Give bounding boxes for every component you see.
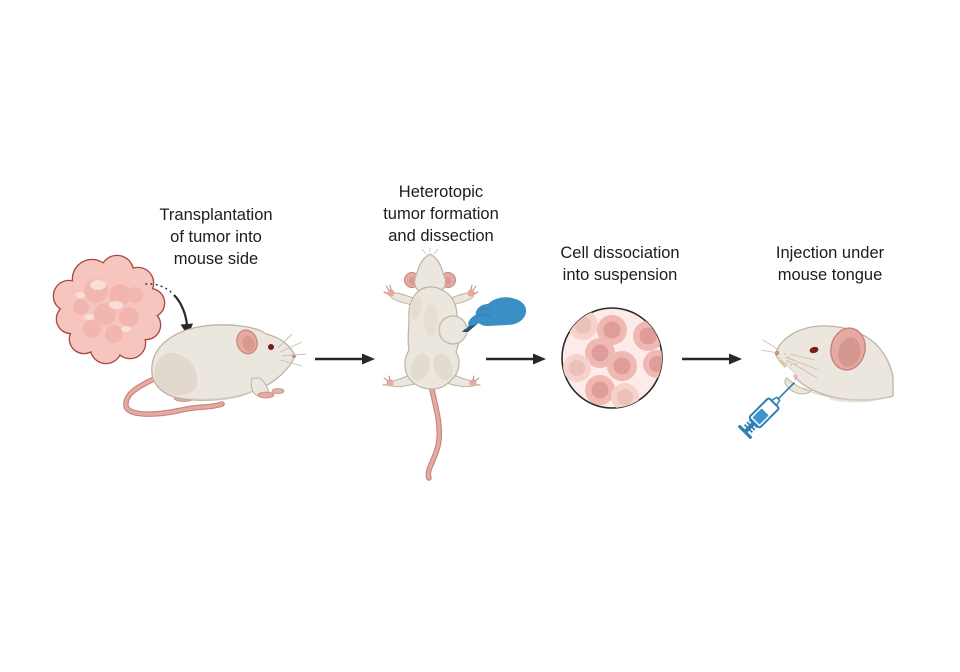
mouse-front-legs bbox=[250, 377, 285, 399]
supine-mouse-whiskers bbox=[421, 248, 439, 255]
mouse-whiskers bbox=[760, 339, 820, 379]
tumor-bump bbox=[438, 315, 468, 345]
mouse-ear bbox=[830, 327, 866, 371]
cell-suspension-icon bbox=[561, 307, 663, 409]
cell bbox=[597, 315, 627, 345]
cell bbox=[585, 375, 615, 405]
step-2-label: Heterotopic tumor formation and dissecti… bbox=[383, 183, 499, 245]
supine-mouse-tail bbox=[425, 387, 443, 481]
cell bbox=[633, 321, 662, 351]
mouse-ear bbox=[236, 329, 258, 355]
mouse-haunch-shade bbox=[154, 352, 198, 396]
cell bbox=[585, 338, 615, 368]
supine-mouse-icon bbox=[382, 248, 527, 481]
mouse-whiskers bbox=[277, 333, 307, 367]
cell bbox=[643, 350, 662, 378]
arrow-icon bbox=[486, 353, 546, 365]
supine-mouse-body bbox=[404, 286, 460, 390]
arrow-icon bbox=[682, 353, 742, 365]
cheek-shade bbox=[827, 396, 885, 403]
mouse-side-view-icon bbox=[123, 324, 307, 417]
step-4-label: Injection under mouse tongue bbox=[775, 244, 885, 284]
mouse-eye bbox=[809, 346, 819, 354]
scalpel-hand-icon bbox=[462, 297, 527, 332]
lower-jaw bbox=[784, 377, 813, 395]
step-1-label: Transplantation of tumor into mouse side bbox=[159, 206, 273, 268]
mouse-belly-shade bbox=[180, 388, 258, 401]
cell bbox=[563, 354, 591, 382]
teeth bbox=[779, 359, 787, 368]
glove-icon bbox=[468, 297, 527, 326]
step-3-label: Cell dissociation into suspension bbox=[560, 244, 680, 284]
syringe-icon bbox=[738, 381, 796, 439]
mouse-eye bbox=[268, 344, 274, 350]
cell bbox=[607, 351, 637, 381]
mouse-mouth bbox=[777, 356, 813, 395]
mouse-tail bbox=[123, 373, 225, 417]
tumor-outline-blobs bbox=[52, 254, 166, 365]
supine-mouse-shading bbox=[410, 296, 453, 381]
arrow-icon bbox=[315, 353, 375, 365]
tumor-icon bbox=[52, 254, 166, 365]
whisker-dots bbox=[784, 353, 797, 366]
cell bbox=[568, 310, 598, 340]
mouse-head-icon bbox=[738, 325, 894, 439]
